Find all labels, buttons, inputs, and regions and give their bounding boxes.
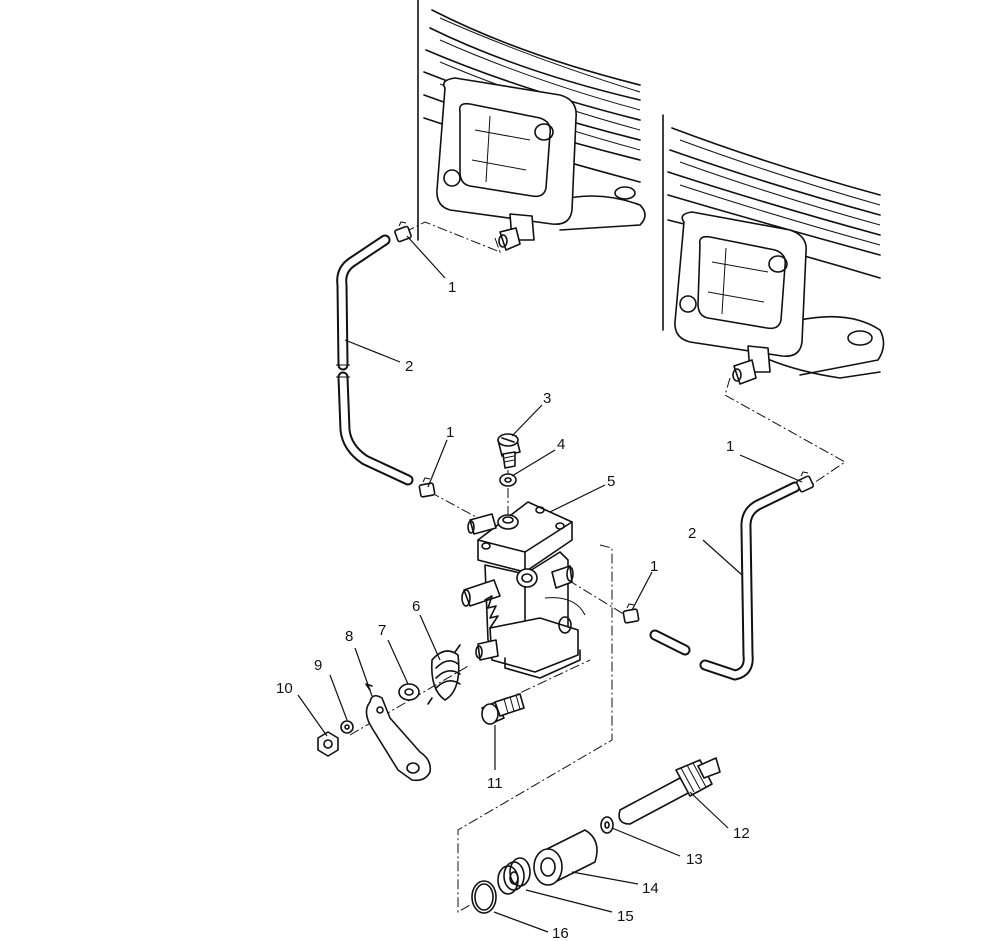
washer [398,683,420,701]
shaft-spring [497,857,531,895]
callout-13: 13 [686,851,703,868]
callout-9: 9 [314,657,322,674]
callout-8: 8 [345,628,353,645]
callout-2-left: 2 [405,358,413,375]
route-line-pump-right [567,579,631,619]
callout-10: 10 [276,680,293,697]
small-o-ring [600,816,614,834]
bleed-screw [497,433,521,469]
callout-7: 7 [378,622,386,639]
large-o-ring [471,880,497,914]
sealing-washer [499,473,517,487]
callout-15: 15 [617,908,634,925]
route-line-top-left [404,221,501,253]
hose-clamp-4 [622,603,640,624]
callout-6: 6 [412,598,420,615]
route-line-bolt [504,659,591,701]
route-line-shaft [457,544,613,913]
drive-shaft-gear [618,757,721,825]
callout-3: 3 [543,390,551,407]
callout-14: 14 [642,880,659,897]
return-spring [427,644,461,705]
hose-clamp-3 [795,471,815,493]
route-line-pump-left [429,491,479,519]
oil-pump-body [461,501,586,679]
route-line-right-top [724,377,846,488]
left-cylinder-head [417,0,646,251]
callout-1-lower-right: 1 [650,558,658,575]
hose-clamp-1 [394,221,412,243]
callout-12: 12 [733,825,750,842]
callout-1-right: 1 [726,438,734,455]
callout-1-mid-left: 1 [446,424,454,441]
callout-1-top-left: 1 [448,279,456,296]
mounting-bolt [481,693,525,725]
callout-11: 11 [487,775,503,792]
callout-4: 4 [557,436,565,453]
control-lever [365,683,432,782]
hose-clamp-2 [418,477,436,498]
lever-nut [317,731,339,757]
shaft-sleeve [533,829,598,886]
callout-labels: 1 2 1 3 4 5 1 2 1 6 7 8 9 10 11 12 13 14… [276,279,750,941]
callout-5: 5 [607,473,615,490]
leader-lines [297,235,803,933]
right-cylinder-head [662,114,885,385]
lock-washer [340,720,354,734]
right-pulse-hose [649,481,801,681]
left-pulse-hose [336,234,414,486]
callout-2-right: 2 [688,525,696,542]
callout-16: 16 [552,925,569,941]
